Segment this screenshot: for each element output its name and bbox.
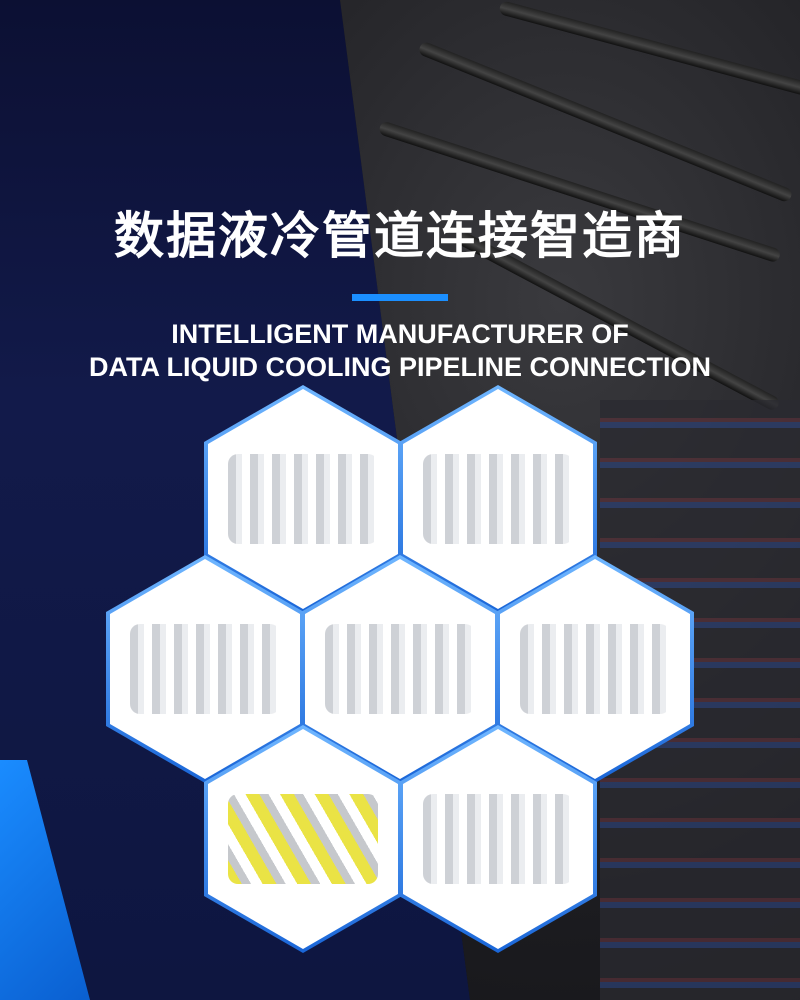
accent-bar — [352, 294, 448, 301]
product-image — [130, 624, 280, 714]
product-hex-tubes[interactable] — [399, 725, 597, 953]
product-hex-quick-connect[interactable] — [106, 555, 304, 783]
product-image — [228, 454, 378, 544]
product-image — [325, 624, 475, 714]
product-image — [423, 454, 573, 544]
product-image — [228, 794, 378, 884]
subheadline-line-2: DATA LIQUID COOLING PIPELINE CONNECTION — [88, 352, 711, 382]
product-hex-fittings[interactable] — [301, 555, 499, 783]
product-hex-valves[interactable] — [496, 555, 694, 783]
subheadline: INTELLIGENT MANUFACTURER OF DATA LIQUID … — [0, 318, 800, 384]
subheadline-line-1: INTELLIGENT MANUFACTURER OF — [171, 319, 629, 349]
product-hex-hoses[interactable] — [204, 725, 402, 953]
headline: 数据液冷管道连接智造商 — [114, 208, 686, 264]
product-image — [423, 794, 573, 884]
product-image — [520, 624, 670, 714]
